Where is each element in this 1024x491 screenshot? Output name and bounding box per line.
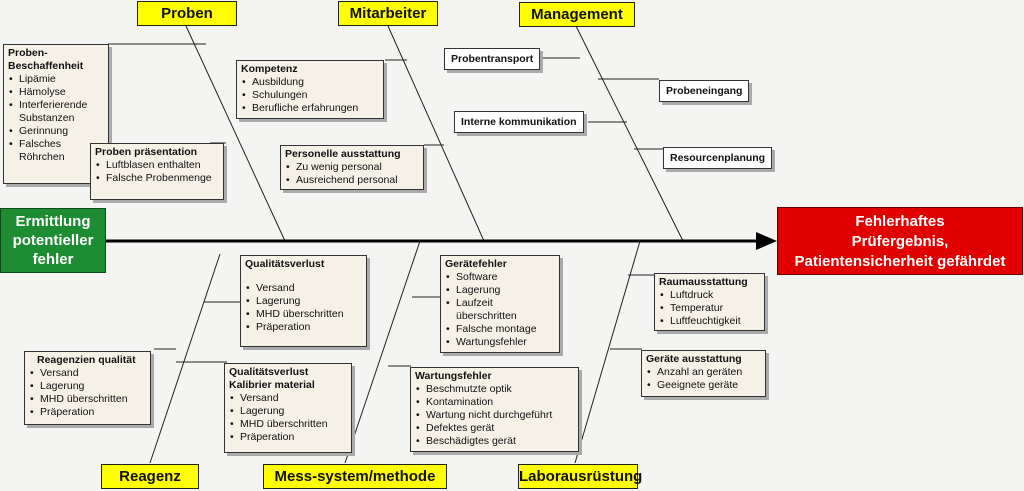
list-item: Lagerung bbox=[246, 295, 362, 308]
rib-mitarbeiter bbox=[387, 25, 485, 242]
effect-line-3: Patientensicherheit gefährdet bbox=[794, 253, 1006, 270]
box-title: Personelle ausstattung bbox=[285, 148, 401, 160]
list-item: Lagerung bbox=[30, 380, 146, 393]
box-qualitaetsverlust: Qualitätsverlust Versand Lagerung MHD üb… bbox=[240, 255, 367, 347]
start-box: Ermittlung potentieller fehler bbox=[0, 208, 106, 273]
list-item: Luftblasen enthalten bbox=[96, 159, 219, 172]
box-wartungsfehler: Wartungsfehler Beschmutzte optik Kontami… bbox=[410, 367, 579, 452]
list-item: Wartung nicht durchgeführt bbox=[416, 409, 574, 422]
rib-reagenz bbox=[149, 253, 221, 464]
list-item: Falsche montage bbox=[446, 323, 555, 336]
list-item: Laufzeit überschritten bbox=[446, 297, 555, 323]
start-line-3: fehler bbox=[32, 251, 74, 268]
category-reagenz: Reagenz bbox=[101, 464, 199, 489]
list-item: Falsche Probenmenge bbox=[96, 172, 219, 185]
list-item: Anzahl an geräten bbox=[647, 366, 761, 379]
list-item: MHD überschritten bbox=[246, 308, 362, 321]
box-title: Qualitätsverlust bbox=[229, 366, 309, 378]
list-item: Schulungen bbox=[242, 89, 379, 102]
box-title: Raumausstattung bbox=[659, 276, 748, 288]
list-item: Versand bbox=[230, 392, 347, 405]
start-line-2: potentieller bbox=[12, 232, 94, 249]
tag-ressourcenplanung: Resourcenplanung bbox=[663, 147, 773, 169]
list-item: Ausreichend personal bbox=[286, 174, 419, 187]
box-personelle-ausstattung: Personelle ausstattung Zu wenig personal… bbox=[280, 145, 424, 190]
box-title: Kompetenz bbox=[241, 63, 298, 75]
category-mitarbeiter: Mitarbeiter bbox=[338, 1, 438, 26]
list-item: Software bbox=[446, 271, 555, 284]
list-item: Präperation bbox=[230, 431, 347, 444]
list-item: Wartungsfehler bbox=[446, 336, 555, 349]
box-geraetefehler: Gerätefehler Software Lagerung Laufzeit … bbox=[440, 255, 560, 353]
start-line-1: Ermittlung bbox=[15, 213, 91, 230]
list-item: Versand bbox=[246, 282, 362, 295]
list-item: Präperation bbox=[246, 321, 362, 334]
tag-interne-kommunikation: Interne kommunikation bbox=[454, 111, 584, 133]
list-item: MHD überschritten bbox=[230, 418, 347, 431]
rib-labor bbox=[574, 240, 641, 464]
list-item: Lipämie bbox=[9, 73, 104, 86]
box-qualitaetsverlust-kalibrier: Qualitätsverlust Kalibrier material Vers… bbox=[224, 363, 352, 453]
list-item: Luftfeuchtigkeit bbox=[660, 315, 760, 328]
box-title: Proben- bbox=[8, 47, 48, 59]
category-management: Management bbox=[519, 2, 635, 27]
effect-line-1: Fehlerhaftes bbox=[855, 213, 945, 230]
list-item: Falsches Röhrchen bbox=[9, 138, 104, 164]
category-proben: Proben bbox=[137, 1, 237, 26]
spine-arrowhead bbox=[756, 232, 777, 250]
box-title: Proben präsentation bbox=[95, 146, 198, 158]
list-item: Beschmutzte optik bbox=[416, 383, 574, 396]
list-item: Beschädigtes gerät bbox=[416, 435, 574, 448]
list-item: Kontamination bbox=[416, 396, 574, 409]
box-reagenzien-qualitaet: Reagenzien qualität Versand Lagerung MHD… bbox=[24, 351, 151, 425]
list-item: Präperation bbox=[30, 406, 146, 419]
effect-box: Fehlerhaftes Prüfergebnis, Patientensich… bbox=[777, 207, 1023, 275]
list-item: Temperatur bbox=[660, 302, 760, 315]
tag-probeneingang: Probeneingang bbox=[659, 80, 750, 102]
category-mess-system: Mess-system/methode bbox=[263, 464, 447, 489]
list-item: Interferierende Substanzen bbox=[9, 99, 104, 125]
box-title: Qualitätsverlust bbox=[245, 258, 325, 270]
box-raumausstattung: Raumausstattung Luftdruck Temperatur Luf… bbox=[654, 273, 765, 331]
list-item: Defektes gerät bbox=[416, 422, 574, 435]
box-title: Wartungsfehler bbox=[415, 370, 492, 382]
box-title: Kalibrier material bbox=[229, 379, 315, 391]
box-title: Reagenzien qualität bbox=[37, 354, 136, 366]
box-proben-praesentation: Proben präsentation Luftblasen enthalten… bbox=[90, 143, 224, 200]
list-item: Gerinnung bbox=[9, 125, 104, 138]
list-item: Zu wenig personal bbox=[286, 161, 419, 174]
rib-proben bbox=[185, 25, 286, 242]
list-item: Luftdruck bbox=[660, 289, 760, 302]
box-title: Beschaffenheit bbox=[8, 60, 84, 72]
list-item: Versand bbox=[30, 367, 146, 380]
effect-line-2: Prüfergebnis, bbox=[851, 233, 949, 250]
list-item: Berufliche erfahrungen bbox=[242, 102, 379, 115]
category-laborausruestung: Laborausrüstung bbox=[518, 464, 642, 489]
list-item: Lagerung bbox=[446, 284, 555, 297]
list-item: Ausbildung bbox=[242, 76, 379, 89]
box-kompetenz: Kompetenz Ausbildung Schulungen Beruflic… bbox=[236, 60, 384, 119]
list-item: MHD überschritten bbox=[30, 393, 146, 406]
rib-mess bbox=[344, 240, 421, 464]
list-item: Lagerung bbox=[230, 405, 347, 418]
tag-probentransport: Probentransport bbox=[444, 48, 541, 70]
box-title: Gerätefehler bbox=[445, 258, 507, 270]
box-title: Geräte ausstattung bbox=[646, 353, 742, 365]
list-item: Hämolyse bbox=[9, 86, 104, 99]
rib-management bbox=[575, 25, 684, 242]
box-geraete-ausstattung: Geräte ausstattung Anzahl an geräten Gee… bbox=[641, 350, 766, 397]
list-item: Geeignete geräte bbox=[647, 379, 761, 392]
